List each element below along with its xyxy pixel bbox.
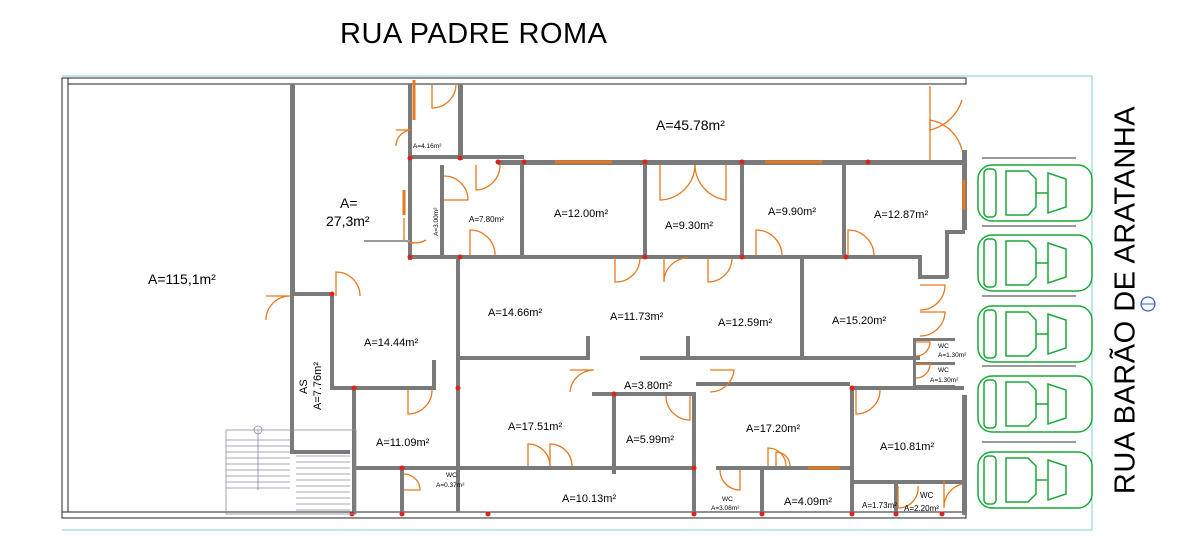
- room-label: WC: [446, 472, 457, 479]
- room-label: A=11.73m²: [610, 311, 664, 323]
- room-label: A=17.20m²: [746, 423, 800, 435]
- room-label: A=11.09m²: [376, 437, 430, 449]
- room-label: WC: [722, 496, 733, 503]
- car-3: [977, 305, 1093, 363]
- street-name-top: RUA PADRE ROMA: [340, 18, 608, 50]
- structural-columns: [329, 155, 945, 517]
- room-label: A=7.76m²: [312, 362, 324, 410]
- room-label: A=4.09m²: [784, 496, 832, 508]
- room-label: A=12.87m²: [874, 209, 928, 221]
- car-1: [977, 164, 1093, 222]
- parking-stall-lines: [982, 157, 1076, 443]
- room-label: WC: [920, 491, 934, 500]
- room-label: A=9.90m²: [768, 206, 816, 218]
- interior-walls: [290, 84, 965, 514]
- room-label: A=1.30m²: [930, 377, 959, 384]
- car-5: [977, 451, 1093, 509]
- room-label: A=1.73m²: [862, 501, 897, 510]
- room-label: A=15.20m²: [832, 315, 886, 327]
- windows: [402, 80, 966, 470]
- room-labels: A=115,1m² A= 27,3m² A=4.16m² A=45.78m² A…: [148, 117, 967, 513]
- room-label: AS: [298, 379, 310, 394]
- room-label: A=4.16m²: [413, 143, 442, 150]
- car-2: [977, 234, 1093, 292]
- room-label: A=17.51m²: [508, 421, 562, 433]
- room-label: A=12.59m²: [718, 317, 772, 329]
- room-label: A=10.81m²: [880, 441, 934, 453]
- room-label: A=45.78m²: [656, 117, 725, 133]
- room-label: A=3.08m²: [711, 505, 740, 512]
- room-label: A=1.30m²: [938, 352, 967, 359]
- room-label: A=2.20m²: [904, 504, 939, 513]
- room-label: A=14.44m²: [364, 337, 418, 349]
- room-label: WC: [938, 367, 949, 374]
- room-label: A=9.30m²: [665, 220, 713, 232]
- room-label: A=3.00m²: [433, 207, 440, 236]
- room-label: A=115,1m²: [148, 271, 216, 287]
- room-label: 27,3m²: [326, 213, 370, 229]
- room-label: A=: [340, 195, 358, 211]
- room-label: A=5.99m²: [626, 434, 674, 446]
- compass-marker: [1140, 296, 1156, 312]
- car-4: [977, 375, 1093, 433]
- doors: [265, 83, 963, 509]
- outer-walls: [61, 77, 967, 519]
- parking-cars: [977, 164, 1093, 509]
- room-label: A=7.80m²: [469, 215, 504, 224]
- room-label: A=14.66m²: [488, 307, 542, 319]
- room-label: WC: [938, 343, 949, 350]
- stairs: [225, 425, 357, 515]
- room-label: A=12.00m²: [554, 208, 608, 220]
- room-label: A=3.80m²: [624, 380, 672, 392]
- room-label: A=0.37m²: [436, 482, 465, 489]
- room-label: A=10.13m²: [562, 493, 616, 505]
- property-guide-lines: [62, 75, 1093, 531]
